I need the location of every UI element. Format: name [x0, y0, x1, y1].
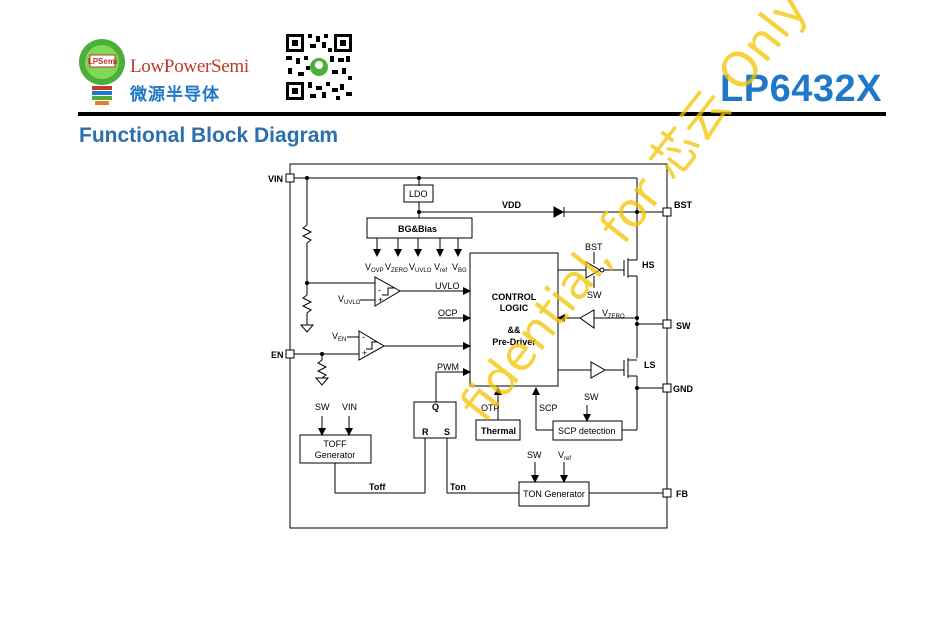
ton-generator-label: TON Generator	[523, 489, 585, 499]
sw-toff-label: SW	[315, 402, 330, 412]
pin-fb-pad	[662, 488, 672, 498]
vovp-label: VOVP	[365, 262, 384, 274]
vuvlo-cmp-label: VUVLO	[338, 294, 361, 306]
ldo-label: LDO	[409, 189, 428, 199]
vref-ton-label: Vref	[558, 450, 571, 462]
brand-name-en: LowPowerSemi	[130, 56, 249, 77]
company-logo: LPSemi	[76, 38, 236, 108]
pwm-signal-label: PWM	[437, 362, 459, 372]
control-logic-line2: LOGIC	[500, 303, 529, 313]
scp-detection-label: SCP detection	[558, 426, 615, 436]
uvlo-signal-label: UVLO	[435, 281, 460, 291]
pin-vin-pad	[285, 173, 295, 183]
cmp-en-minus: -	[362, 332, 365, 342]
cmp-en-plus: +	[362, 348, 367, 358]
vdd-label: VDD	[502, 200, 522, 210]
vin-toff-label: VIN	[342, 402, 357, 412]
ven-label: VEN	[332, 331, 346, 343]
pin-vin-label: VIN	[268, 174, 283, 184]
otp-signal-label: OTP	[481, 403, 500, 413]
cmp-uvlo-minus: -	[378, 285, 381, 295]
sw-scp-label: SW	[584, 392, 599, 402]
toff-generator-line1: TOFF	[323, 439, 347, 449]
hs-label: HS	[642, 260, 655, 270]
ton-generator-block	[518, 481, 590, 507]
vzero-label: VZERO	[385, 262, 408, 274]
cmp-uvlo-plus: +	[378, 295, 383, 305]
sw-input-label: SW	[587, 290, 602, 300]
toff-signal-label: Toff	[369, 482, 386, 492]
sr-latch-block	[413, 401, 457, 439]
sw-ton-label: SW	[527, 450, 542, 460]
pin-en-pad	[285, 349, 295, 359]
bg-bias-block	[366, 217, 473, 239]
latch-s-label: S	[444, 427, 450, 437]
ls-label: LS	[644, 360, 656, 370]
scp-signal-label: SCP	[539, 403, 558, 413]
toff-generator-line2: Generator	[315, 450, 356, 460]
control-logic-line3: &&	[508, 325, 521, 335]
pin-gnd-pad	[662, 383, 672, 393]
bg-bias-label: BG&Bias	[398, 224, 437, 234]
chip-outline	[289, 163, 668, 529]
ton-signal-label: Ton	[450, 482, 466, 492]
logo-badge-text: LPSemi	[88, 57, 117, 66]
ocp-signal-label: OCP	[438, 308, 458, 318]
section-title: Functional Block Diagram	[79, 124, 339, 147]
vref-label: Vref	[434, 262, 447, 274]
latch-r-label: R	[422, 427, 429, 437]
pin-bst-label: BST	[674, 200, 693, 210]
vbg-label: VBG	[452, 262, 467, 274]
part-number: LP6432X	[720, 68, 882, 110]
vuvlo-label: VUVLO	[409, 262, 432, 274]
brand-name-cn: 微源半导体	[130, 85, 220, 105]
lightbulb-logo-icon: LPSemi	[79, 39, 125, 105]
pin-gnd-label: GND	[673, 384, 694, 394]
control-logic-line4: Pre-Driver	[492, 337, 536, 347]
thermal-label: Thermal	[481, 426, 516, 436]
latch-q-label: Q	[432, 402, 439, 412]
pin-fb-label: FB	[676, 489, 688, 499]
header-divider	[78, 112, 886, 116]
pin-en-label: EN	[271, 350, 284, 360]
vzero-right-label: VZERO	[602, 308, 625, 320]
pin-bst-pad	[662, 207, 672, 217]
bst-input-label: BST	[585, 242, 603, 252]
pin-sw-pad	[662, 319, 672, 329]
control-logic-line1: CONTROL	[492, 292, 537, 302]
pin-sw-label: SW	[676, 321, 691, 331]
qr-code-icon	[284, 32, 354, 102]
